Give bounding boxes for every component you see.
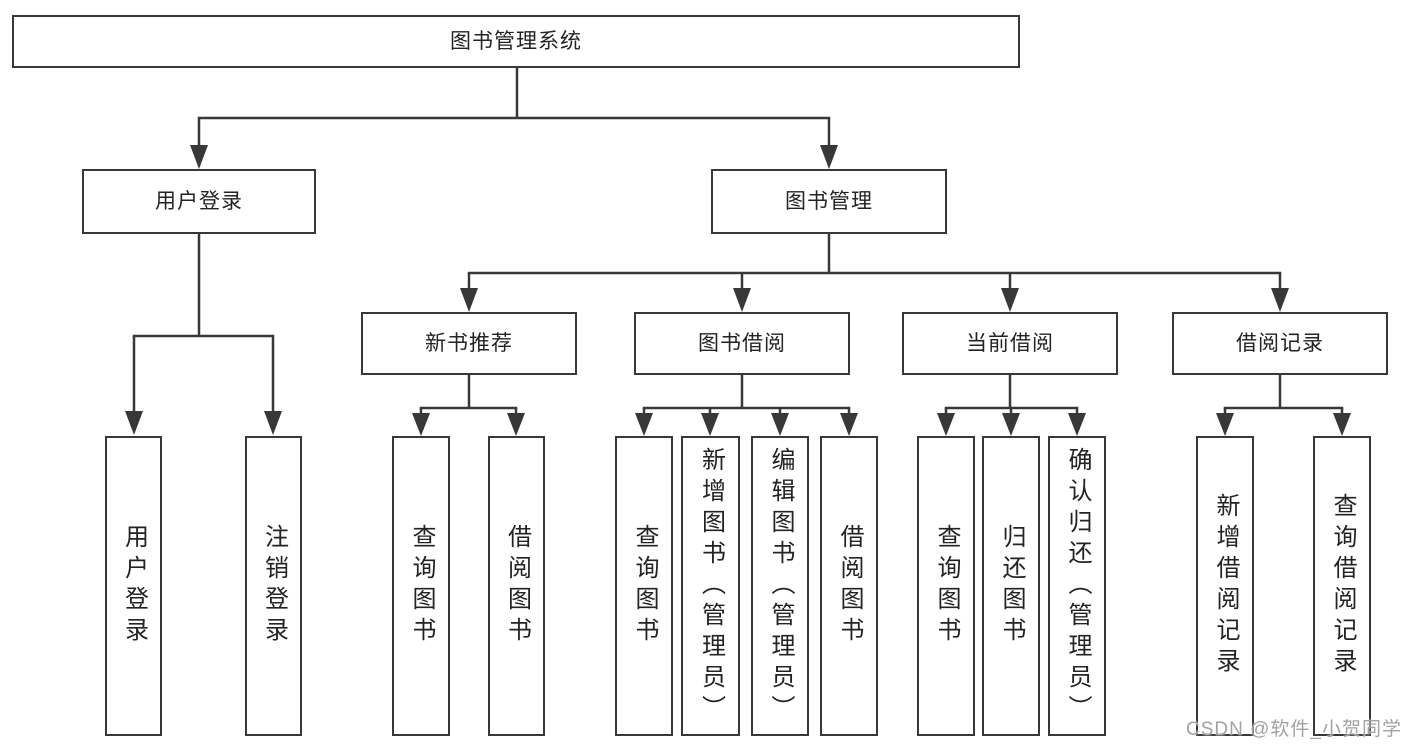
leaf-confirm-return-admin: 确认归还（管理员） <box>1048 436 1106 736</box>
arrowhead-icon <box>264 411 282 435</box>
arrowheads <box>125 145 1351 436</box>
leaf-query-borrow-record: 查询借阅记录 <box>1313 436 1371 736</box>
arrowhead-icon <box>1001 288 1019 312</box>
csdn-watermark: CSDN @软件_小贺同学 <box>1186 719 1402 740</box>
arrowhead-icon <box>937 413 955 436</box>
node-user-login: 用户登录 <box>82 169 316 234</box>
arrowhead-icon <box>1216 413 1234 436</box>
arrowhead-icon <box>460 288 478 312</box>
leaf-borrow-books: 借阅图书 <box>820 436 878 736</box>
arrowhead-icon <box>507 413 525 436</box>
arrowhead-icon <box>190 145 208 169</box>
arrowhead-icon <box>771 413 789 436</box>
leaf-query-books-borrow: 查询图书 <box>615 436 673 736</box>
arrowhead-icon <box>1333 413 1351 436</box>
leaf-add-books-admin: 新增图书（管理员） <box>681 436 740 736</box>
leaf-return-books: 归还图书 <box>982 436 1040 736</box>
arrowhead-icon <box>701 413 719 436</box>
arrowhead-icon <box>1002 413 1020 436</box>
node-root-library-system: 图书管理系统 <box>12 15 1020 68</box>
arrowhead-icon <box>733 288 751 312</box>
node-borrow-records: 借阅记录 <box>1172 312 1388 375</box>
arrowhead-icon <box>1271 288 1289 312</box>
node-new-book-recommend: 新书推荐 <box>361 312 577 375</box>
arrowhead-icon <box>635 413 653 436</box>
node-book-management: 图书管理 <box>711 169 947 234</box>
leaf-edit-books-admin: 编辑图书（管理员） <box>751 436 809 736</box>
leaf-add-borrow-record: 新增借阅记录 <box>1196 436 1254 736</box>
arrowhead-icon <box>412 413 430 436</box>
node-current-borrow: 当前借阅 <box>902 312 1118 375</box>
node-book-borrow: 图书借阅 <box>634 312 850 375</box>
leaf-user-login: 用户登录 <box>105 436 162 736</box>
leaf-query-books-recommend: 查询图书 <box>392 436 450 736</box>
leaf-borrow-books-recommend: 借阅图书 <box>488 436 545 736</box>
arrowhead-icon <box>125 411 143 435</box>
leaf-logout: 注销登录 <box>245 436 302 736</box>
arrowhead-icon <box>820 145 838 169</box>
leaf-query-books-current: 查询图书 <box>917 436 975 736</box>
arrowhead-icon <box>840 413 858 436</box>
arrowhead-icon <box>1068 413 1086 436</box>
